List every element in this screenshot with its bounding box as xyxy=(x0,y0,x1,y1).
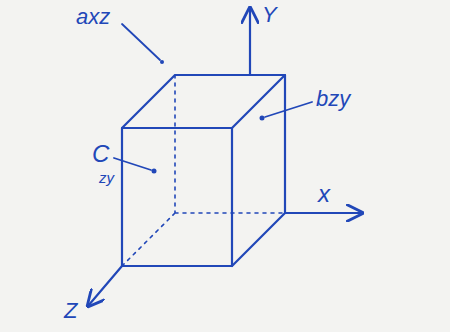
face-label: C xyxy=(92,142,109,166)
y-axis xyxy=(249,8,251,75)
hidden-edges xyxy=(122,75,285,266)
face-dot xyxy=(152,169,157,174)
cube-front-face xyxy=(122,128,232,266)
face-label: bzy xyxy=(316,88,350,110)
axis-label: Y xyxy=(262,4,277,26)
z-axis xyxy=(88,266,122,306)
subscript-label: zy xyxy=(99,170,114,185)
face-label: axz xyxy=(76,6,110,28)
x-axis xyxy=(285,212,362,214)
axis-label: x xyxy=(318,182,330,206)
leader-line xyxy=(114,158,151,170)
leader-line xyxy=(265,102,312,117)
cube-right-face xyxy=(232,75,285,266)
cube-top-face xyxy=(122,75,285,128)
leader-line xyxy=(122,24,160,60)
face-dot xyxy=(160,60,164,64)
face-dot xyxy=(260,116,265,121)
axis-label: Z xyxy=(64,300,77,322)
